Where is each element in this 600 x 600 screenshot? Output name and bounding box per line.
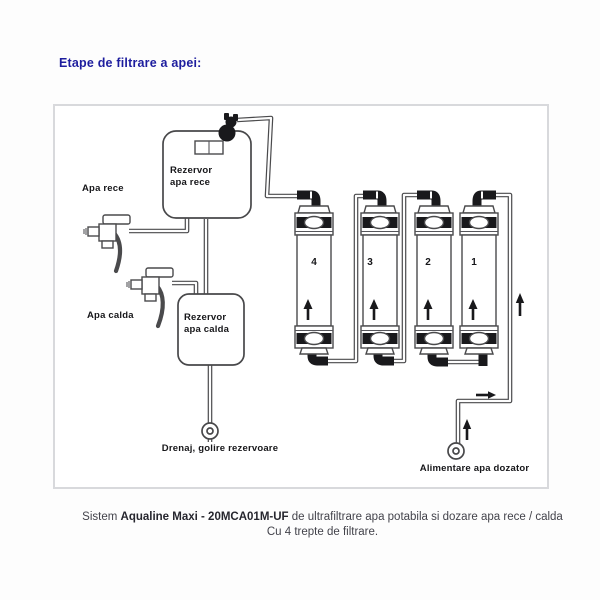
page-title: Etape de filtrare a apei: [59,56,202,70]
flow-arrow-right [476,391,496,399]
flow-arrow-up-feed [462,419,472,440]
filter-cartridge-1 [458,190,500,366]
pipe-hotfaucet-to-tank [172,280,199,295]
caption-model: Aqualine Maxi - 20MCA01M-UF [120,511,289,523]
label-hot-tank: Rezervor apa calda [184,312,230,335]
pipe-tank-to-filter4 [236,115,299,199]
caption-prefix: Sistem [82,511,121,523]
filter-cartridge-4 [293,190,335,366]
flow-arrow-up-riser [515,293,525,316]
filter-number-4: 4 [311,257,317,268]
cold-water-tank [162,130,252,219]
pipe-filter3-to-filter2 [394,192,418,364]
hot-water-faucet [126,267,174,329]
filter-number-1: 1 [471,257,477,268]
pipe-coldfaucet-to-tank [129,218,190,234]
filter-cartridge-2 [413,190,455,367]
label-hot-faucet: Apa calda [87,310,134,321]
hot-water-tank [177,293,245,366]
label-cold-faucet: Apa rece [82,183,124,194]
label-drain: Drenaj, golire rezervoare [161,443,279,454]
label-feed: Alimentare apa dozator [419,463,530,474]
caption-line2: Cu 4 trepte de filtrare. [266,525,379,538]
caption: Sistem Aqualine Maxi - 20MCA01M-UF de ul… [40,510,600,539]
label-cold-tank: Rezervor apa rece [170,165,213,188]
filter-cartridge-3 [359,190,401,366]
filter-number-3: 3 [367,257,373,268]
pipe-feed-to-filter1 [455,192,513,444]
tank-valve [218,113,238,142]
filter-number-2: 2 [425,257,431,268]
feed-port [447,442,465,460]
cold-water-faucet [83,214,131,274]
caption-suffix: de ultrafiltrare apa potabila si dozare … [288,511,563,523]
drain-port [201,422,219,440]
pipe-filter4-to-filter3 [328,193,365,364]
